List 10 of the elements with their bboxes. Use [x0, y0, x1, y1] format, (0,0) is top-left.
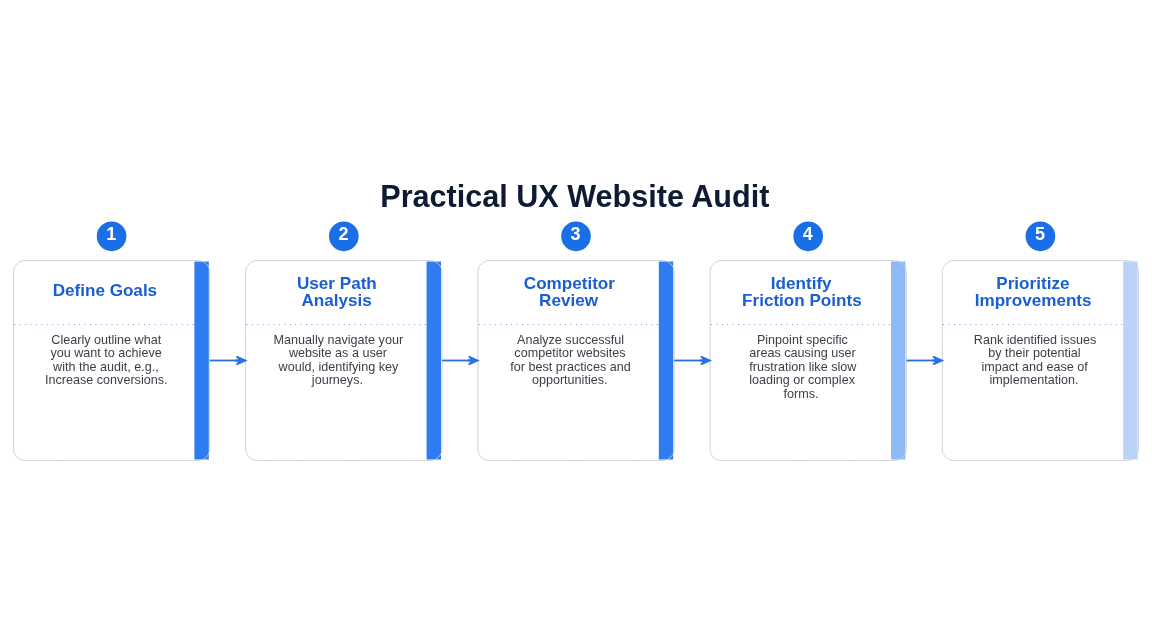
arrow — [905, 355, 943, 366]
diagram-title: Practical UX Website Audit — [380, 178, 770, 213]
arrow — [673, 355, 711, 366]
node-circle: 4 — [790, 218, 826, 254]
node-circle: 1 — [94, 218, 130, 254]
node-circle: 3 — [558, 218, 594, 254]
node-circle: 2 — [326, 218, 362, 254]
node-circle: 5 — [1022, 218, 1058, 254]
arrow — [441, 355, 479, 366]
arrow — [209, 355, 247, 366]
